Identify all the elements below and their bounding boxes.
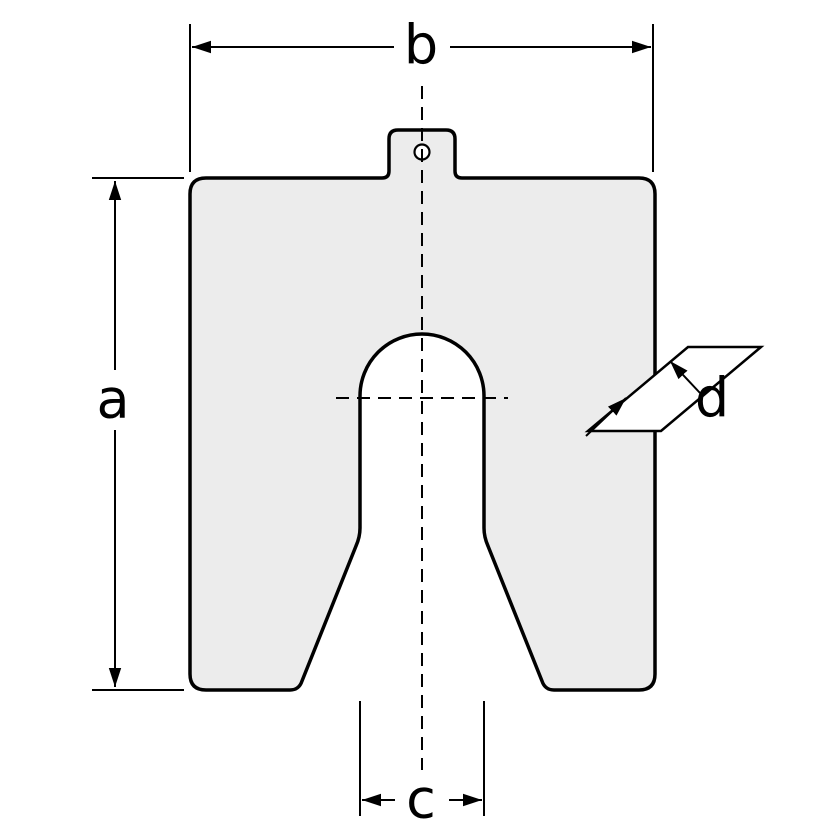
dim-d-label: d bbox=[695, 367, 729, 430]
dim-c-label: c bbox=[406, 768, 436, 831]
dim-d-arrow-lower bbox=[585, 397, 627, 437]
dim-a-label: a bbox=[96, 368, 129, 431]
thickness-parallelogram bbox=[584, 345, 765, 433]
dim-b-label: b bbox=[404, 14, 438, 77]
dim-d-arrow-upper bbox=[669, 360, 701, 394]
shim-body-outline bbox=[188, 128, 657, 692]
